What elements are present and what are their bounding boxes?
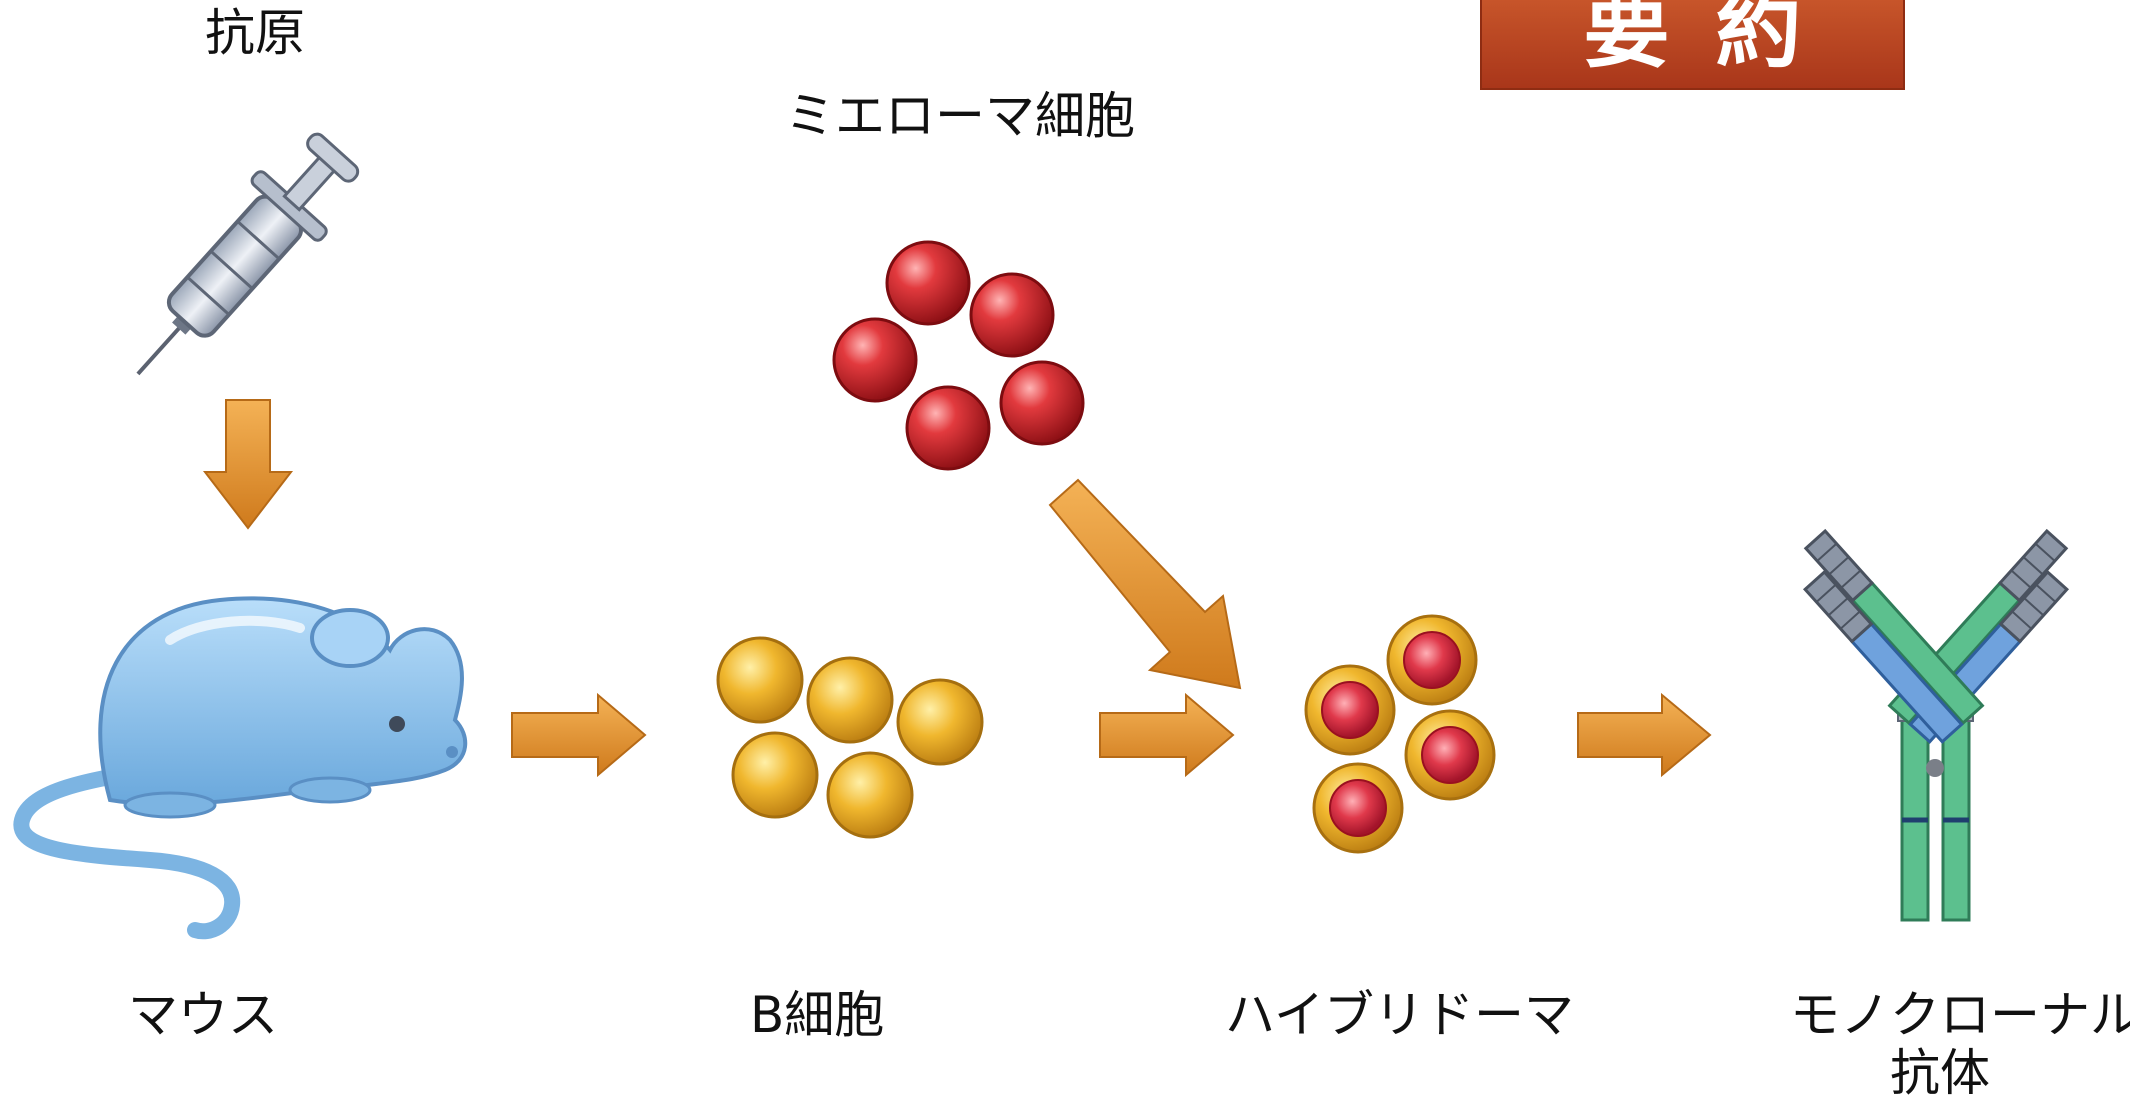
antibody-label: モノクローナル 抗体 [1790,986,2130,1102]
mouse-label: マウス [128,986,278,1044]
antibody-label-line2: 抗体 [1890,1043,1990,1102]
antibody-label-line1: モノクローナル [1790,986,2130,1044]
hybridoma-cell-icon [1304,614,1496,854]
antibody-icon [1802,528,2070,922]
myeloma-cell-icon [832,240,1085,471]
hybridoma-label: ハイブリドーマ [1225,986,1574,1044]
syringe-icon [136,132,360,376]
bcell-label: B細胞 [750,986,885,1044]
summary-banner-text: 要約 [1583,0,1848,80]
myeloma-label: ミエローマ細胞 [785,87,1135,145]
summary-banner: 要約 [1480,0,1905,90]
mouse-icon [13,596,468,940]
b-cell-icon [716,636,984,839]
antigen-label: 抗原 [205,4,305,62]
arrow-icon [202,399,1712,778]
